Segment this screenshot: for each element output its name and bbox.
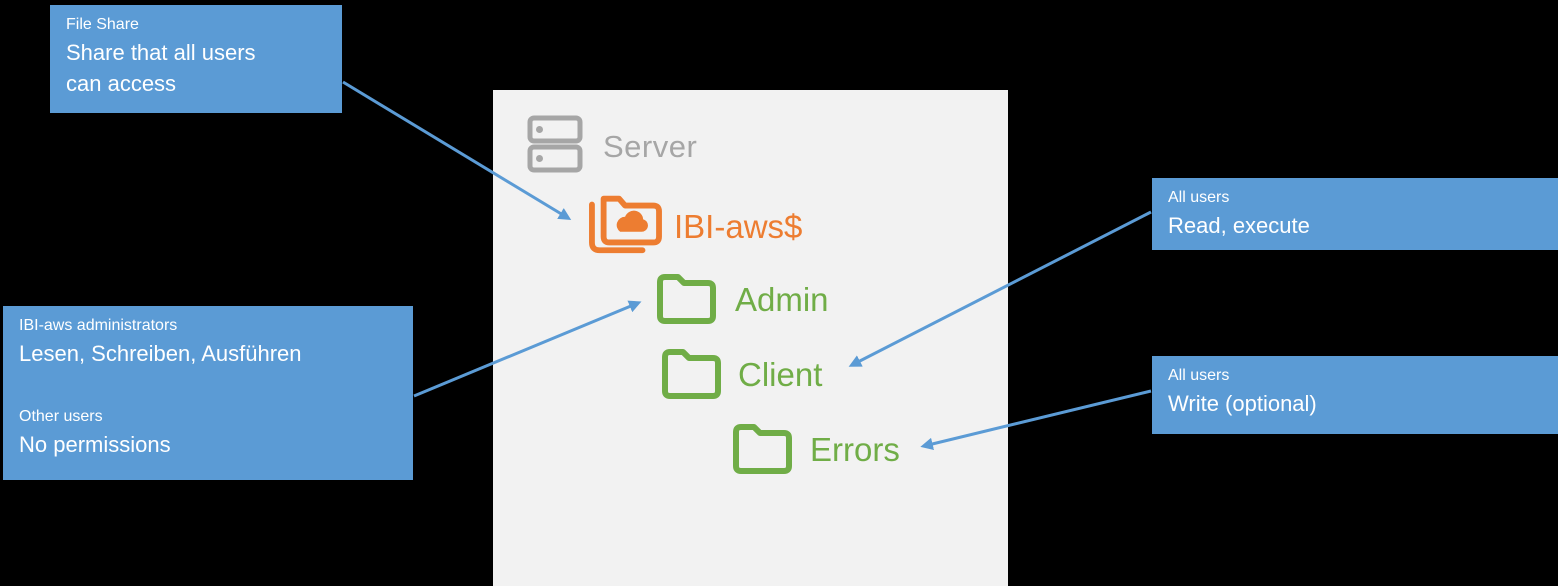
tree-row-errors: Errors xyxy=(731,420,900,479)
tree-row-share: IBI-aws$ xyxy=(586,189,802,264)
callout-body: No permissions xyxy=(19,432,171,457)
folder-label-errors: Errors xyxy=(810,430,900,468)
server-panel: Server IBI-aws$ Admin xyxy=(493,90,1008,586)
server-stack-icon xyxy=(527,115,583,178)
folder-icon xyxy=(655,270,719,329)
callout-title: IBI-aws administrators xyxy=(19,317,178,334)
callout-errors-permissions: All users Write (optional) xyxy=(1152,356,1558,434)
callout-title: All users xyxy=(1168,367,1230,384)
tree-row-client: Client xyxy=(660,345,822,404)
callout-body: Write (optional) xyxy=(1168,391,1317,416)
shared-folder-cloud-icon xyxy=(586,189,664,264)
callout-file-share: File Share Share that all users can acce… xyxy=(50,5,342,113)
callout-title: Other users xyxy=(19,408,103,425)
folder-label-client: Client xyxy=(738,355,823,393)
callout-body: Read, execute xyxy=(1168,213,1310,238)
tree-row-server: Server xyxy=(527,115,697,178)
share-folder-label: IBI-aws$ xyxy=(674,207,803,245)
callout-body: Lesen, Schreiben, Ausführen xyxy=(19,341,302,366)
folder-label-admin: Admin xyxy=(735,280,829,318)
callout-title: File Share xyxy=(66,16,139,33)
callout-body: Share that all users can access xyxy=(66,40,256,96)
folder-icon xyxy=(660,345,724,404)
callout-title: All users xyxy=(1168,189,1230,206)
callout-client-permissions: All users Read, execute xyxy=(1152,178,1558,250)
callout-spacer xyxy=(19,369,399,405)
server-label: Server xyxy=(603,128,698,164)
callout-admin-permissions: IBI-aws administrators Lesen, Schreiben,… xyxy=(3,306,413,480)
tree-row-admin: Admin xyxy=(655,270,829,329)
folder-icon xyxy=(731,420,795,479)
